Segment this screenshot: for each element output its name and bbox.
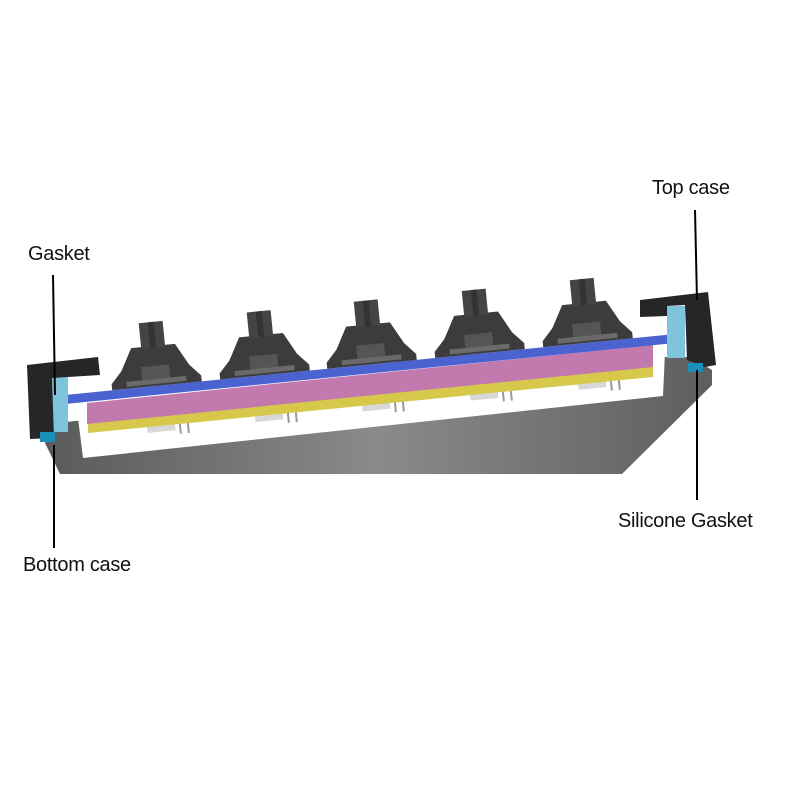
switch-clip — [234, 365, 295, 376]
top-case-left — [27, 357, 100, 439]
pcb — [88, 366, 653, 433]
top-case-leader-line — [694, 209, 698, 301]
silicone-gasket-right — [688, 363, 703, 372]
switch-stem-slot — [255, 311, 265, 338]
foam — [87, 345, 653, 424]
switch — [326, 299, 417, 369]
switch — [219, 310, 310, 380]
silicone-gasket-label: Silicone Gasket — [618, 510, 753, 532]
switch-stem-slot — [578, 278, 588, 306]
gasket-right — [667, 306, 685, 358]
switch-clip — [557, 332, 618, 344]
switch-clip — [126, 375, 187, 387]
bottom-case-label: Bottom case — [23, 554, 131, 576]
switch — [542, 277, 633, 348]
switch — [434, 288, 525, 358]
switch-clip — [449, 343, 510, 355]
silicone-gasket-left — [40, 432, 55, 442]
top-case-label: Top case — [652, 177, 730, 199]
gasket-left — [52, 372, 68, 432]
plate — [55, 333, 685, 405]
top-case-right — [640, 292, 716, 367]
switch — [111, 320, 202, 391]
switch-stem-slot — [147, 321, 157, 349]
gasket-label: Gasket — [28, 243, 90, 265]
switch-stem-slot — [470, 289, 480, 316]
switch-clip — [341, 354, 402, 366]
gasket-leader-line — [52, 274, 56, 396]
switch-stem-slot — [362, 300, 372, 327]
